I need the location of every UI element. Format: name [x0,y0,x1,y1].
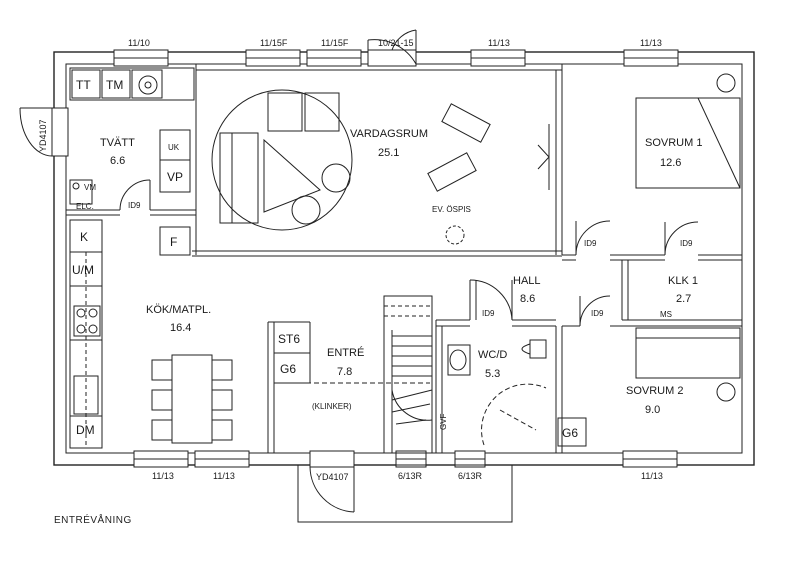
dining-table [151,354,233,444]
door-labels: ID9 ID9 ID9 ID9 ID9 [128,201,693,318]
bottom-windows [133,450,678,468]
fixture-label: U/M [72,263,94,277]
window-label: 11/13 [152,471,174,481]
fixture-label: GVF [439,413,448,430]
room-kok-area: 16.4 [170,322,191,334]
room-klk1-area: 2.7 [676,293,691,305]
room-entre-note: (KLINKER) [312,402,352,411]
window-label: YD4107 [38,119,48,152]
window-label: 6/13R [458,471,483,481]
window-label: 11/13 [641,471,663,481]
window-label: 11/15F [321,38,349,48]
window-label: 11/13 [213,471,235,481]
window-label: 11/10 [128,38,150,48]
fixture-label: TT [76,78,91,92]
window-label: 10/21-15 [378,38,414,48]
room-kok-name: KÖK/MATPL. [146,304,211,316]
door-label: ID9 [680,239,693,248]
room-klk1-name: KLK 1 [668,275,698,287]
door-swings [119,179,699,327]
room-tvatt-name: TVÄTT [100,137,135,149]
tvatt-fixtures [69,67,195,256]
room-tvatt-area: 6.6 [110,155,125,167]
room-sovrum2-area: 9.0 [645,404,660,416]
room-hall-area: 8.6 [520,293,535,305]
fixture-label: ST6 [278,332,300,346]
window-label: 11/15F [260,38,288,48]
fixture-label: EV. ÖSPIS [432,205,471,214]
door-label: ID9 [128,201,141,210]
staircase [383,295,433,454]
fixture-labels: TT TM VP F VM ELC. UK K U/M DM ST6 G6 G6… [72,78,672,440]
room-entre-area: 7.8 [337,366,352,378]
fixture-label: VM [84,183,96,192]
wc-fixtures [447,339,547,446]
window-label: 6/13R [398,471,423,481]
window-label: 11/13 [640,38,662,48]
door-label: ID9 [584,239,597,248]
kitchen-counter [69,219,103,449]
fixture-label: UK [168,143,180,152]
beds [557,73,741,447]
fixture-label: ELC. [76,202,94,211]
floor-caption: ENTRÉVÅNING [54,515,132,526]
left-door [19,107,69,157]
door-label: ID9 [482,309,495,318]
room-labels: TVÄTT 6.6 VARDAGSRUM 25.1 SOVRUM 1 12.6 … [100,128,702,416]
window-label: YD4107 [316,472,349,482]
room-sovrum1-area: 12.6 [660,157,681,169]
room-vardagsrum-area: 25.1 [378,147,399,159]
fixture-label: MS [660,310,672,319]
door-label: ID9 [591,309,604,318]
room-entre-name: ENTRÉ [327,346,364,359]
fixture-label: VP [167,170,183,184]
top-windows [113,49,679,67]
fixture-label: TM [106,78,123,92]
room-vardagsrum-name: VARDAGSRUM [350,128,428,140]
window-labels: 11/10 11/15F 11/15F 10/21-15 11/13 11/13… [38,38,663,482]
window-label: 11/13 [488,38,510,48]
room-sovrum1-name: SOVRUM 1 [645,137,702,149]
fixture-label: G6 [562,426,578,440]
room-hall-name: HALL [513,275,541,287]
balcony-door [367,29,417,67]
fixture-label: DM [76,423,95,437]
fixture-label: F [170,235,177,249]
room-wc-area: 5.3 [485,368,500,380]
living-room-furniture [211,89,550,245]
fixture-label: G6 [280,362,296,376]
entrance-porch [297,450,513,523]
room-sovrum2-name: SOVRUM 2 [626,385,683,397]
room-wc-name: WC/D [478,349,507,361]
fixture-label: K [80,230,88,244]
